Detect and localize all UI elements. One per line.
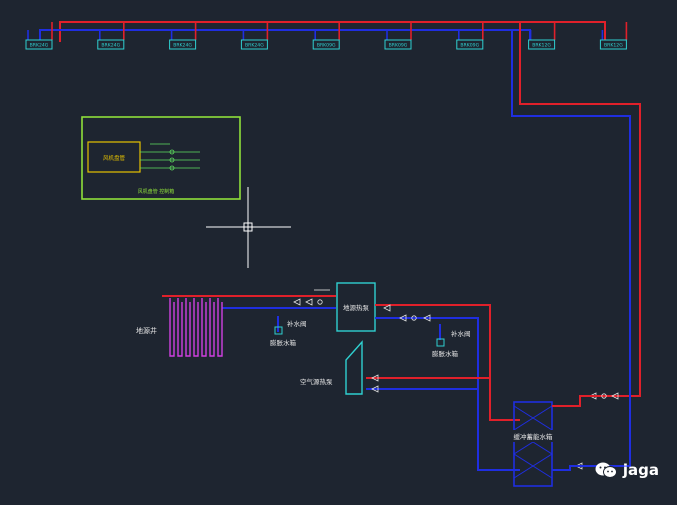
control-panel-caption: 风机盘管 控制箱 [138, 188, 175, 195]
fan-coil-box [240, 39, 268, 50]
ground-side-fittings [293, 289, 330, 306]
control-panel-border [81, 116, 241, 200]
ground-loop-pipes [162, 295, 336, 332]
fan-coil-unit: BRK12G [528, 22, 556, 50]
fan-coil-unit: BRK24G [240, 22, 269, 50]
wechat-watermark: jaga [595, 461, 659, 479]
air-heat-pump [345, 340, 363, 395]
fan-coil-box [528, 39, 556, 50]
ground-well-label: 地源井 [136, 326, 157, 335]
fan-coil-box [97, 39, 125, 50]
ground-coil-loop [201, 298, 207, 357]
wechat-icon [595, 462, 617, 478]
makeup-valve-2-label: 补水阀 [451, 329, 471, 338]
expansion-tank-2 [436, 338, 445, 347]
fan-coil-box [312, 39, 340, 50]
control-box-label: 风机盘管 [103, 154, 126, 162]
fan-coil-label: BRK09G [460, 43, 479, 49]
load-side-fittings [383, 304, 431, 322]
fan-coil-box [599, 39, 627, 50]
fan-coil-label: BRK12G [532, 43, 551, 49]
return-riser [511, 30, 631, 467]
air-pump-pipes [366, 377, 490, 390]
ground-coil-loop [185, 298, 191, 357]
buffer-tank-label: 缓冲蓄能水箱 [514, 432, 554, 441]
air-pump-fittings [371, 374, 379, 393]
buffer-tank [513, 401, 553, 487]
control-wiring [140, 143, 200, 171]
fan-coil-unit: BRK24G [25, 22, 53, 50]
ground-coil-loop [177, 298, 183, 357]
tank-return-link [552, 465, 590, 471]
supply-riser [519, 22, 641, 397]
fan-coil-unit: BRK09G [384, 22, 412, 50]
ground-heat-exchanger [169, 298, 223, 357]
fan-coil-units: BRK24G BRK24G BRK24G BRK24G BRK09G BRK09G BRK0… [25, 22, 628, 50]
ground-coil-loop [169, 298, 175, 357]
fan-coil-label: BRK24G [101, 43, 120, 49]
expansion-tank-2-label: 膨胀水箱 [432, 349, 459, 358]
fan-coil-unit: BRK24G [97, 22, 125, 50]
fan-coil-box [384, 39, 412, 50]
fan-coil-box [169, 39, 197, 50]
control-panel: 风机盘管 风机盘管 控制箱 [81, 116, 241, 200]
fan-coil-box [456, 39, 484, 50]
tank-supply-link [552, 395, 600, 407]
control-box [87, 141, 141, 173]
fan-coil-label: BRK24G [30, 43, 49, 49]
fan-coil-unit: BRK09G [456, 22, 484, 50]
ground-coil-loop [209, 298, 215, 357]
fan-coil-label: BRK12G [604, 43, 623, 49]
ground-coil-loop [217, 298, 223, 357]
ground-heat-pump-label: 地源热泵 [343, 303, 370, 312]
expansion-tank-1 [274, 326, 283, 335]
fan-coil-label: BRK09G [389, 43, 408, 49]
fan-coil-label: BRK24G [173, 43, 192, 49]
expansion-tank-1-label: 膨胀水箱 [270, 338, 297, 347]
fan-coil-unit: BRK24G [169, 22, 197, 50]
cad-crosshair [206, 187, 291, 268]
watermark-text: jaga [622, 461, 659, 479]
makeup-valve-1-label: 补水阀 [287, 319, 307, 328]
supply-main [59, 21, 606, 42]
ground-heat-pump [336, 282, 376, 332]
fan-coil-label: BRK24G [245, 43, 264, 49]
ground-coil-loop [193, 298, 199, 357]
fan-coil-label: BRK09G [317, 43, 336, 49]
air-heat-pump-label: 空气源热泵 [300, 377, 333, 386]
buffer-tank-label-bg [510, 430, 556, 442]
load-side-pipes [375, 304, 520, 471]
fan-coil-unit: BRK12G [599, 22, 628, 50]
fan-coil-unit: BRK09G [312, 22, 341, 50]
fan-coil-box [25, 39, 53, 50]
